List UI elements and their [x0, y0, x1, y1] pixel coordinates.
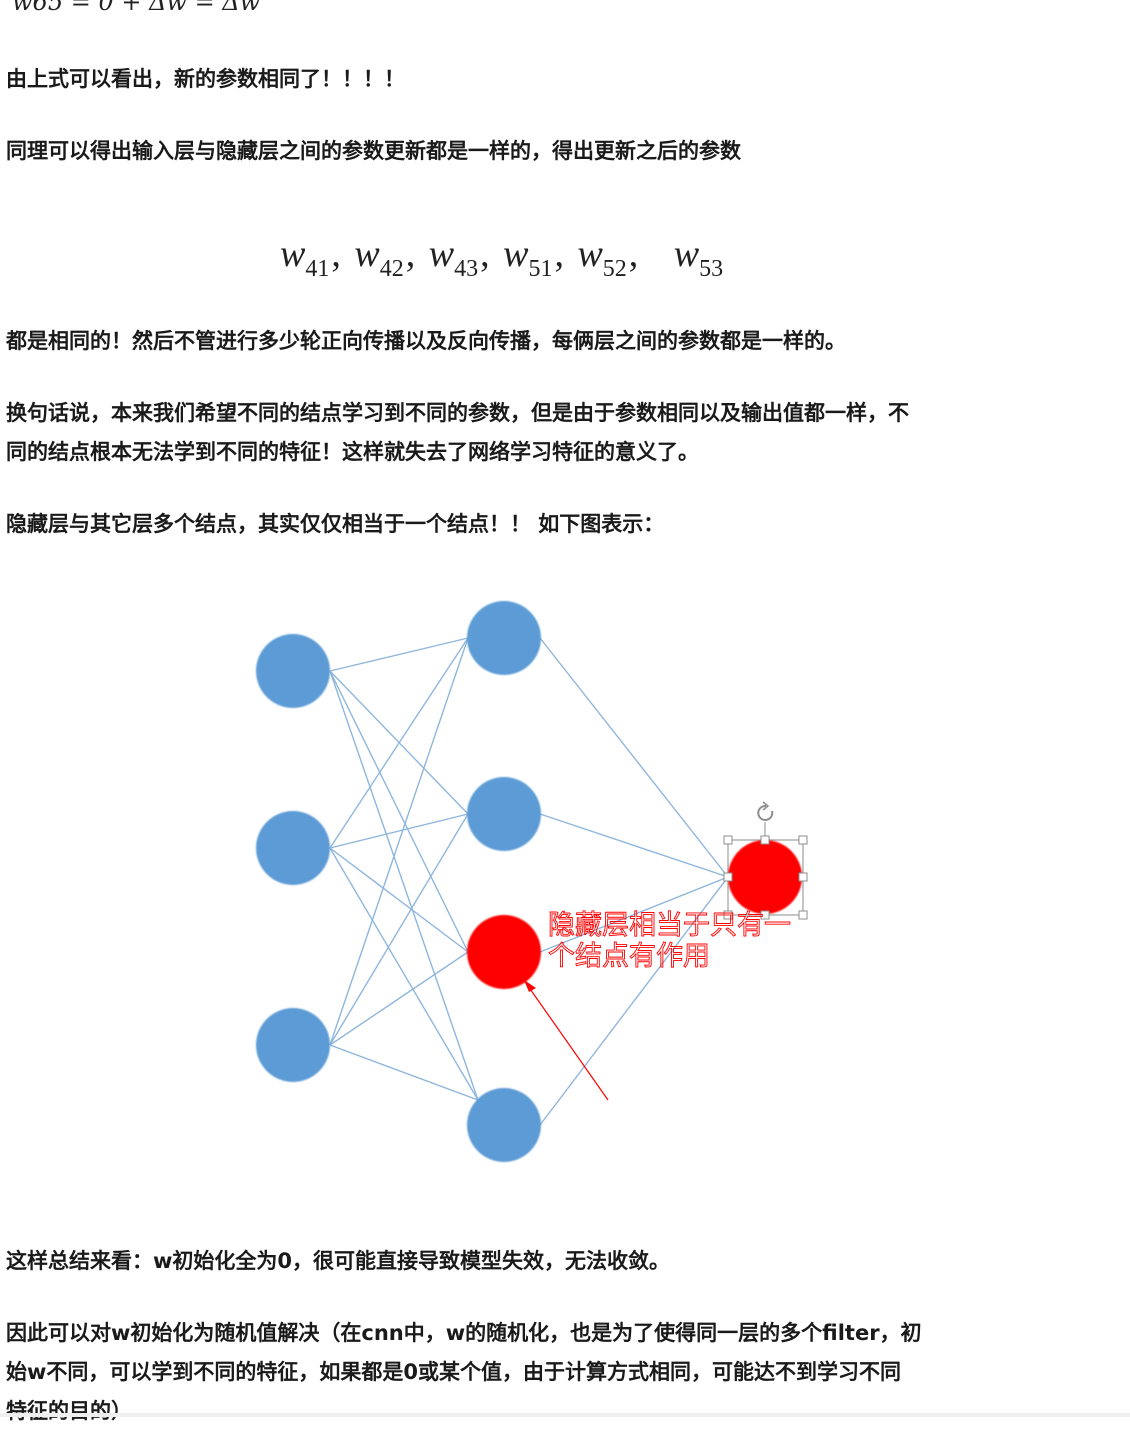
paragraph-all-same: 都是相同的！然后不管进行多少轮正向传播以及反向传播，每俩层之间的参数都是一样的。 — [6, 329, 846, 353]
paragraph-random-init-line3: 特征的目的） — [6, 1399, 132, 1423]
resize-handle-se — [798, 910, 808, 920]
formula-w65-text: w65 = 0 + Δw = Δw — [12, 0, 261, 16]
input-node-3 — [256, 1008, 330, 1082]
callout-line-1: 隐藏层相当于只有一 — [548, 910, 791, 941]
input-layer — [256, 634, 330, 1082]
resize-handle-s — [760, 910, 770, 920]
hidden-node-active — [467, 915, 541, 989]
hidden-node-1 — [467, 601, 541, 675]
bottom-divider — [0, 1413, 1130, 1417]
hidden-node-2 — [467, 777, 541, 851]
hidden-layer — [467, 601, 541, 1162]
weight-w43: w43 — [428, 233, 479, 282]
output-layer — [723, 801, 808, 920]
paragraph-in-other-words-line2: 同的结点根本无法学到不同的特征！这样就失去了网络学习特征的意义了。 — [6, 440, 699, 464]
network-diagram: 隐藏层相当于只有一 个结点有作用 — [256, 601, 808, 1162]
resize-handle-sw — [723, 910, 733, 920]
paragraph-random-init-line2: 始w不同，可以学到不同的特征，如果都是0或某个值，由于计算方式相同，可能达不到学… — [6, 1360, 902, 1384]
weight-w52: w52 — [577, 233, 627, 282]
input-node-1 — [256, 634, 330, 708]
resize-handle-n — [760, 835, 770, 845]
callout-line-2: 个结点有作用 — [548, 941, 710, 972]
weight-w53: w53 — [673, 233, 724, 282]
rotate-handle-icon — [757, 801, 774, 821]
weights-equation: w41, w42, w43, w51, w52, w53 — [280, 233, 724, 282]
hidden-node-4 — [467, 1088, 541, 1162]
weight-w42: w42 — [354, 233, 404, 282]
callout: 隐藏层相当于只有一 个结点有作用 — [524, 910, 791, 1101]
paragraph-summary: 这样总结来看：w初始化全为0，很可能直接导致模型失效，无法收敛。 — [6, 1249, 671, 1273]
resize-handle-w — [723, 872, 733, 882]
paragraph-random-init-line1: 因此可以对w初始化为随机值解决（在cnn中，w的随机化，也是为了使得同一层的多个… — [6, 1321, 922, 1345]
weight-w41: w41 — [280, 233, 330, 282]
resize-handle-nw — [723, 835, 733, 845]
paragraph-hidden-one-node: 隐藏层与其它层多个结点，其实仅仅相当于一个结点！！ 如下图表示： — [6, 512, 665, 536]
arrow-head-icon — [524, 980, 536, 992]
resize-handle-e — [798, 872, 808, 882]
output-node — [728, 840, 802, 914]
paragraph-in-other-words-line1: 换句话说，本来我们希望不同的结点学习到不同的参数，但是由于参数相同以及输出值都一… — [6, 401, 909, 425]
input-node-2 — [256, 811, 330, 885]
paragraph-input-hidden-update: 同理可以得出输入层与隐藏层之间的参数更新都是一样的，得出更新之后的参数 — [6, 139, 741, 163]
formula-w65: w65 = 0 + Δw = Δw — [12, 0, 260, 16]
paragraph-params-same: 由上式可以看出，新的参数相同了！！！！ — [6, 67, 405, 91]
network-edges — [329, 637, 729, 1126]
resize-handle-ne — [798, 835, 808, 845]
arrow-line — [527, 985, 609, 1101]
weight-w51: w51 — [503, 233, 553, 282]
